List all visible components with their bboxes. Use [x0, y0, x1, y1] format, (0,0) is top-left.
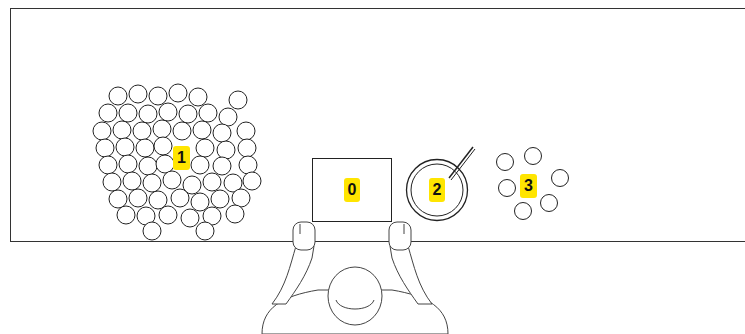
tray-box: 0	[312, 158, 392, 222]
bowl-circle: 2	[406, 159, 468, 221]
table-top	[11, 9, 745, 242]
spoon	[449, 147, 473, 178]
item-cluster-large	[93, 84, 261, 240]
callout-number: 2	[429, 178, 446, 202]
item-cluster-small	[497, 148, 569, 220]
callout-number: 0	[344, 178, 361, 202]
callout-number: 1	[173, 146, 190, 170]
person-figure	[262, 222, 448, 334]
callout-number: 3	[520, 174, 537, 198]
